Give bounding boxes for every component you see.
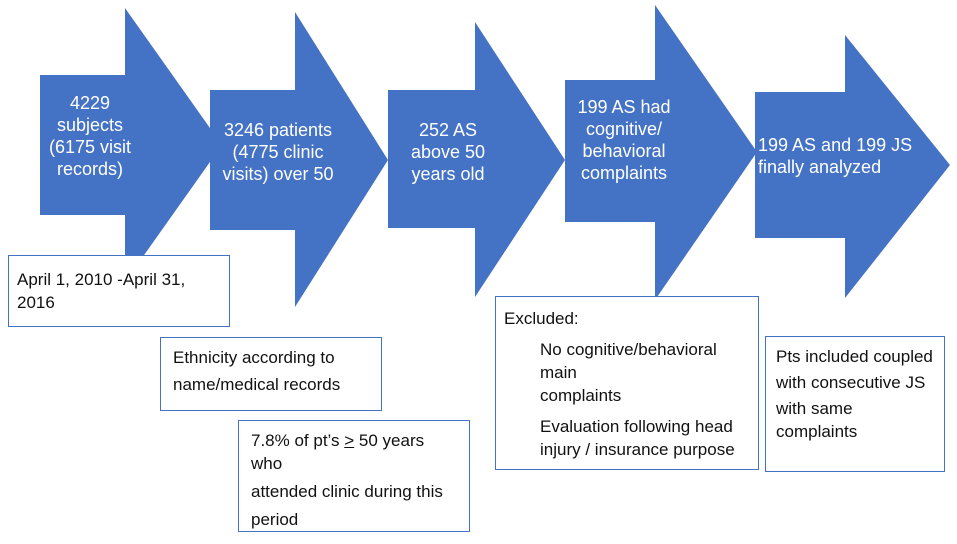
arrow-1-label: 4229 subjects (6175 visit records) [48,93,132,179]
excluded-item-1-line-1: No cognitive/behavioral main [540,340,717,382]
percentage-suffix: 50 years who [251,431,425,473]
percentage-line-1: 7.8% of pt’s > 50 years who [251,429,457,475]
arrow-2-label: 3246 patients (4775 clinic visits) over … [222,120,334,184]
arrow-5-label: 199 AS and 199 JS finally analyzed [758,135,913,177]
arrow-3-label: 252 AS above 50 years old [410,120,486,184]
percentage-prefix: 7.8% of pt’s [251,431,345,450]
percentage-line-3: period [251,510,299,529]
arrow-3 [388,22,565,297]
arrow-2 [210,12,388,307]
included-line-2: with consecutive JS [776,373,926,392]
excluded-item-1-line-2: complaints [540,386,622,405]
arrow-4 [565,5,757,300]
percentage-line-2: attended clinic during this [251,482,443,501]
included-box: Pts included coupled with consecutive JS… [765,336,945,472]
arrow-4-label: 199 AS had cognitive/ behavioral complai… [577,97,671,183]
excluded-box: Excluded: No cognitive/behavioral main c… [495,296,759,470]
arrow-1 [40,8,222,282]
included-line-3: with same complaints [776,399,858,441]
date-range-text: April 1, 2010 -April 31, 2016 [17,270,186,312]
ethnicity-line-1: Ethnicity according to [173,348,335,367]
excluded-item-2-line-2: injury / insurance purpose [540,440,735,459]
greater-equal-symbol: > [344,431,355,450]
excluded-title: Excluded: [504,309,579,328]
excluded-item-2-line-1: Evaluation following head [540,417,733,436]
included-line-1: Pts included coupled [776,347,933,366]
arrow-5 [755,35,950,298]
ethnicity-line-2: name/medical records [173,375,341,394]
ethnicity-box: Ethnicity according to name/medical reco… [160,337,382,411]
percentage-box: 7.8% of pt’s > 50 years who attended cli… [238,420,470,532]
date-range-box: April 1, 2010 -April 31, 2016 [8,255,230,327]
